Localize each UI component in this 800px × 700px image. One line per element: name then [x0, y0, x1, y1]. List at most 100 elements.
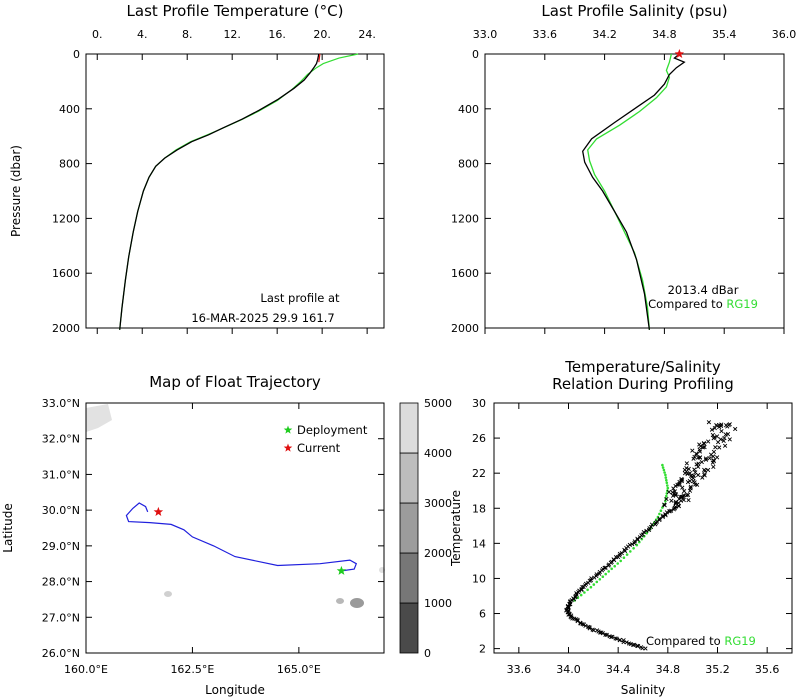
ts-point	[702, 473, 707, 478]
ts-point	[706, 439, 711, 444]
ts-point	[603, 632, 608, 637]
ts-point	[672, 489, 678, 494]
ts-y-label: 18	[472, 502, 486, 515]
ts-point	[694, 462, 699, 467]
ts-y-label: 2	[479, 643, 486, 656]
ts-point	[688, 484, 693, 489]
ts-point	[679, 476, 684, 482]
ts-point	[688, 486, 693, 491]
ts-point	[691, 473, 697, 478]
ts-point	[693, 470, 698, 475]
legend-deployment-star	[283, 425, 293, 434]
sal-x-label: 36.0	[772, 28, 797, 41]
ts-climatology-point	[576, 596, 580, 599]
sal-series-climatology	[587, 53, 673, 330]
ts-point	[664, 510, 670, 515]
bathymetry-shade	[336, 598, 344, 604]
ts-point	[710, 460, 715, 465]
ts-climatology-point	[632, 547, 635, 550]
ts-point	[717, 445, 722, 450]
ts-y-label: 6	[479, 608, 486, 621]
ts-profile-points	[564, 420, 738, 651]
ts-point	[721, 438, 726, 443]
ts-point	[709, 427, 715, 432]
ts-climatology-point	[665, 494, 668, 498]
ts-point	[657, 517, 662, 523]
ts-y-label: 30	[472, 397, 486, 410]
ts-point	[657, 516, 662, 521]
temp-y-label: 2000	[52, 322, 80, 335]
ts-point	[673, 483, 678, 489]
ts-point	[696, 455, 701, 460]
ts-point	[711, 454, 716, 459]
temp-series-climatology	[119, 53, 359, 330]
temp-y-label: 1200	[52, 212, 80, 225]
ts-point	[723, 432, 728, 437]
legend-current-label: Current	[297, 441, 341, 455]
ts-point	[703, 457, 709, 462]
ts-point	[710, 432, 715, 438]
ts-point	[632, 642, 637, 647]
ts-point	[691, 456, 696, 461]
float-trajectory-line	[125, 502, 358, 572]
ts-point	[687, 471, 693, 476]
colorbar-label: 3000	[424, 497, 452, 510]
ts-point	[702, 445, 707, 450]
map-plot-frame	[85, 402, 385, 654]
ts-point	[603, 565, 608, 570]
ts-climatology-point	[607, 570, 610, 573]
temp-annotation-line2: 16-MAR-2025 29.9 161.7	[191, 311, 334, 325]
ts-point	[706, 420, 712, 425]
temp-ylabel: Pressure (dbar)	[9, 145, 23, 237]
ts-point	[693, 482, 698, 487]
map-x-label: 162.5°E	[170, 663, 214, 676]
ts-point	[727, 422, 732, 427]
sal-depth-annotation: 2013.4 dBar	[668, 283, 739, 297]
ts-climatology-point	[664, 476, 668, 479]
ts-climatology-point	[638, 540, 641, 544]
ts-climatology-point	[661, 463, 664, 467]
ts-x-label: 35.2	[705, 663, 730, 676]
ts-climatology-point	[616, 562, 619, 565]
sal-compare-prefix: Compared to	[648, 297, 726, 311]
map-y-label: 33.0°N	[42, 397, 80, 410]
ts-point	[679, 494, 684, 500]
ts-climatology-point	[610, 567, 613, 571]
temp-x-label: 20.	[313, 28, 331, 41]
ts-x-label: 34.4	[606, 663, 631, 676]
ts-ylabel: Temperature	[449, 490, 463, 567]
ts-climatology-point	[666, 486, 670, 490]
ts-point	[711, 464, 716, 470]
ts-point	[686, 498, 691, 503]
colorbar-segment	[399, 452, 419, 504]
ts-point	[687, 478, 692, 484]
sal-series-profile	[582, 53, 686, 330]
ts-point	[626, 641, 632, 646]
sal-compare-ref: RG19	[726, 297, 758, 311]
temp-title: Last Profile Temperature (°C)	[127, 2, 344, 20]
ts-plot-frame	[493, 402, 793, 654]
sal-y-label: 400	[458, 103, 479, 116]
ts-climatology-point	[625, 553, 629, 556]
map-y-label: 27.0°N	[42, 611, 80, 624]
ts-point	[727, 437, 732, 442]
ts-point	[697, 442, 702, 447]
ts-point	[594, 628, 600, 633]
sal-x-label: 33.6	[533, 28, 558, 41]
ts-point	[669, 498, 674, 503]
current-position-marker	[153, 506, 164, 516]
sal-x-label: 33.0	[473, 28, 498, 41]
ts-point	[583, 581, 589, 586]
temp-x-label: 24.	[358, 28, 376, 41]
ts-point	[684, 461, 689, 466]
ts-climatology-point	[586, 588, 589, 592]
ts-point	[639, 645, 644, 650]
ts-point	[635, 643, 641, 649]
ts-climatology-point	[665, 481, 669, 485]
sal-y-label: 800	[458, 158, 479, 171]
ts-y-label: 26	[472, 432, 486, 445]
sal-compare-annotation: Compared to RG19	[648, 297, 758, 311]
sal-current-marker	[674, 49, 685, 58]
ts-title-line1: Temperature/Salinity	[564, 358, 721, 376]
ts-point	[614, 636, 619, 641]
